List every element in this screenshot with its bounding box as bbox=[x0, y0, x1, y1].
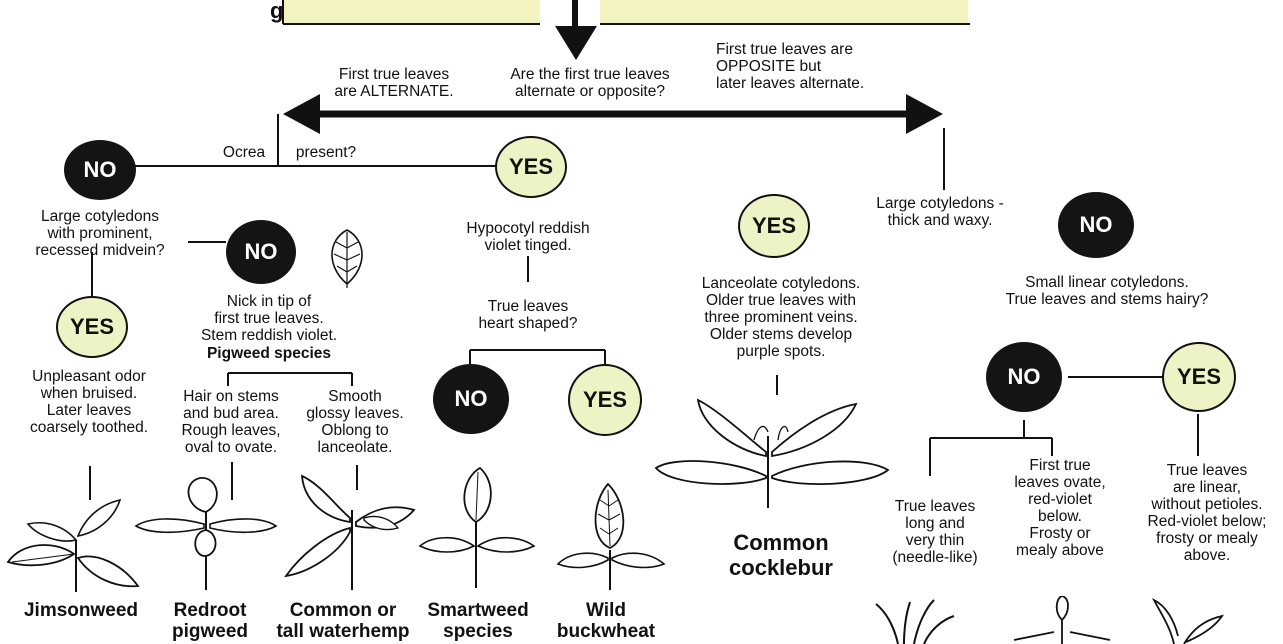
lower-seedlings-fragment-icon bbox=[875, 596, 1224, 644]
unpleasant-odor-text: Unpleasant odor when bruised. Later leav… bbox=[29, 368, 149, 436]
species-smartweed: Smartweed species bbox=[427, 600, 529, 642]
no-hairy-badge: NO bbox=[986, 342, 1062, 412]
species-waterhemp: Common or tall waterhemp bbox=[276, 600, 410, 642]
hair-on-stems-text: Hair on stems and bud area. Rough leaves… bbox=[181, 388, 281, 456]
no-heart-badge: NO bbox=[433, 364, 509, 434]
left-arrowhead bbox=[283, 94, 320, 134]
ocrea-label-left: Ocrea bbox=[222, 144, 266, 161]
lanceolate-text: Lanceolate cotyledons. Older true leaves… bbox=[701, 275, 861, 360]
pigweed-species-label: Pigweed species bbox=[206, 345, 332, 362]
smooth-glossy-text: Smooth glossy leaves. Oblong to lanceola… bbox=[306, 388, 404, 456]
yes-cocklebur-badge: YES bbox=[738, 194, 810, 258]
down-arrow-head bbox=[555, 26, 597, 60]
wild-buckwheat-plant-icon bbox=[556, 482, 666, 590]
heart-shaped-question: True leaves heart shaped? bbox=[478, 298, 578, 332]
title-bar-fill-right bbox=[600, 0, 968, 23]
title-fragment-g: g bbox=[270, 0, 283, 23]
yes-heart-badge: YES bbox=[568, 364, 642, 436]
right-arrowhead bbox=[906, 94, 943, 134]
waterhemp-plant-icon bbox=[284, 474, 416, 590]
redroot-pigweed-plant-icon bbox=[134, 477, 278, 590]
needle-like-text: True leaves long and very thin (needle-l… bbox=[892, 498, 978, 566]
no-cotyledon-badge: NO bbox=[226, 220, 296, 284]
ovate-red-violet-text: First true leaves ovate, red-violet belo… bbox=[1014, 457, 1106, 559]
species-wild-buckwheat: Wild buckwheat bbox=[556, 600, 656, 642]
cotyledon-question: Large cotyledons with prominent, recesse… bbox=[35, 208, 165, 259]
jimsonweed-plant-icon bbox=[6, 498, 140, 592]
question-first-leaves: Are the first true leaves alternate or o… bbox=[510, 66, 670, 100]
ocrea-label-right: present? bbox=[295, 144, 357, 161]
cocklebur-plant-icon bbox=[654, 398, 890, 508]
yes-cotyledon-badge: YES bbox=[56, 296, 128, 358]
species-redroot-pigweed: Redroot pigweed bbox=[171, 600, 248, 642]
nick-tip-text: Nick in tip of first true leaves. Stem r… bbox=[200, 293, 338, 344]
hypocotyl-text: Hypocotyl reddish violet tinged. bbox=[466, 220, 590, 254]
smartweed-plant-icon bbox=[418, 466, 536, 588]
yes-ocrea-badge: YES bbox=[495, 136, 567, 198]
large-waxy-text: Large cotyledons - thick and waxy. bbox=[876, 195, 1004, 229]
species-common-cocklebur: Common cocklebur bbox=[729, 530, 833, 580]
small-linear-question: Small linear cotyledons. True leaves and… bbox=[1005, 274, 1209, 308]
opposite-branch-label: First true leaves are OPPOSITE but later… bbox=[716, 41, 865, 92]
title-bar-fill-left bbox=[284, 0, 540, 23]
no-ocrea-badge: NO bbox=[64, 140, 136, 200]
no-waxy-badge: NO bbox=[1058, 192, 1134, 258]
pigweed-leaf-icon bbox=[331, 229, 363, 288]
yes-hairy-badge: YES bbox=[1162, 342, 1236, 412]
species-jimsonweed: Jimsonweed bbox=[23, 600, 139, 621]
linear-petioles-text: True leaves are linear, without petioles… bbox=[1147, 462, 1267, 564]
alternate-branch-label: First true leaves are ALTERNATE. bbox=[334, 66, 454, 100]
